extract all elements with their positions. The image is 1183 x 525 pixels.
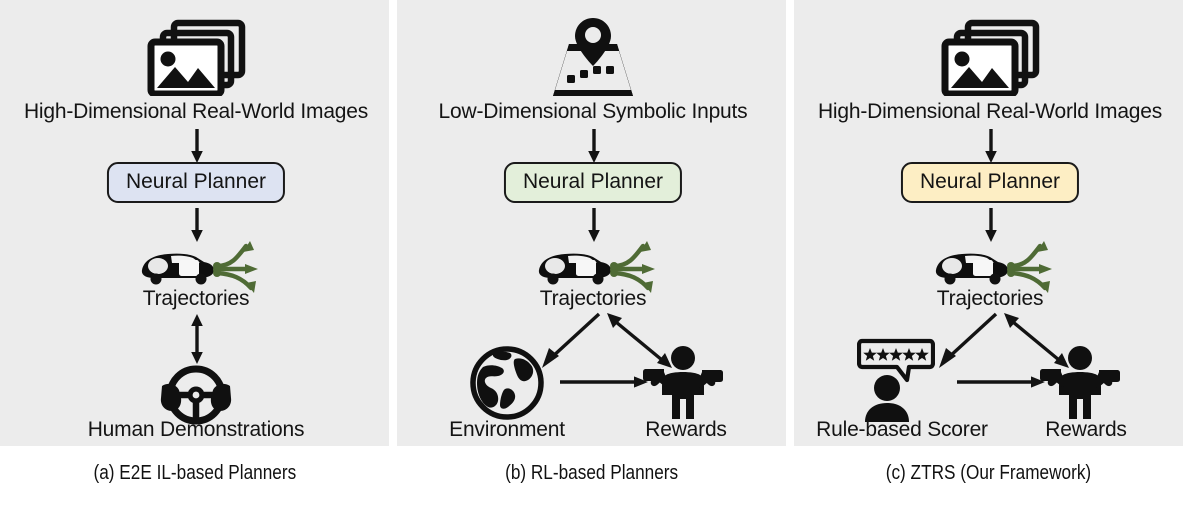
caption-a: (a) E2E IL-based Planners (93, 462, 296, 484)
neural-planner-box-b: Neural Planner (503, 162, 683, 204)
person-five-star-review-icon (856, 338, 936, 422)
trajectories-label-a: Trajectories (142, 287, 250, 310)
caption-cell-a: (a) E2E IL-based Planners (0, 446, 389, 525)
globe-icon (469, 345, 545, 421)
neural-planner-box-c: Neural Planner (900, 162, 1080, 204)
arrow-planner-to-car-a (189, 208, 205, 242)
arrow-planner-to-car-c (983, 208, 999, 242)
arrow-scorer-to-rewards (957, 374, 1045, 390)
bottom-label-a: Human Demonstrations (87, 418, 305, 441)
caption-c: (c) ZTRS (Our Framework) (885, 462, 1092, 484)
right-label-c: Rewards (1045, 418, 1127, 441)
panel-a: High-Dimensional Real-World Images Neura… (0, 0, 389, 446)
star-group (863, 348, 929, 361)
car-icon (529, 236, 657, 294)
double-arrow-a (189, 314, 205, 364)
trajectories-label-c: Trajectories (936, 287, 1044, 310)
person-thumbs-icon (642, 345, 724, 419)
right-label-b: Rewards (645, 418, 727, 441)
panel-row: High-Dimensional Real-World Images Neura… (0, 0, 1183, 446)
double-arrow-trajectories-rewards-b (604, 308, 676, 372)
map-pin-route-icon (547, 18, 639, 96)
left-label-b: Environment (449, 418, 565, 441)
arrow-trajectories-to-environment (537, 310, 607, 372)
caption-cell-b: (b) RL-based Planners (397, 446, 786, 525)
panel-c: High-Dimensional Real-World Images Neura… (794, 0, 1183, 446)
neural-planner-box-a: Neural Planner (106, 162, 286, 204)
images-stack-icon (938, 18, 1042, 98)
panel-b: Low-Dimensional Symbolic Inputs Neural P… (397, 0, 786, 446)
left-label-c: Rule-based Scorer (816, 418, 988, 441)
double-arrow-trajectories-rewards-c (1001, 308, 1073, 372)
input-label-b: Low-Dimensional Symbolic Inputs (438, 100, 748, 123)
arrow-trajectories-to-scorer (934, 310, 1004, 372)
neural-planner-label-c: Neural Planner (900, 162, 1080, 204)
arrow-input-to-planner-b (586, 129, 602, 163)
arrow-environment-to-rewards (560, 374, 648, 390)
images-stack-icon (144, 18, 248, 98)
car-icon (926, 236, 1054, 294)
neural-planner-label-b: Neural Planner (503, 162, 683, 204)
trajectories-label-b: Trajectories (539, 287, 647, 310)
neural-planner-label-a: Neural Planner (106, 162, 286, 204)
arrow-input-to-planner-a (189, 129, 205, 163)
caption-cell-c: (c) ZTRS (Our Framework) (794, 446, 1183, 525)
input-label-c: High-Dimensional Real-World Images (817, 100, 1163, 123)
caption-b: (b) RL-based Planners (504, 462, 679, 484)
arrow-planner-to-car-b (586, 208, 602, 242)
car-icon (132, 236, 260, 294)
person-thumbs-icon (1039, 345, 1121, 419)
caption-row: (a) E2E IL-based Planners (b) RL-based P… (0, 446, 1183, 525)
arrow-input-to-planner-c (983, 129, 999, 163)
steering-wheel-hands-icon (150, 364, 242, 426)
input-label-a: High-Dimensional Real-World Images (23, 100, 369, 123)
